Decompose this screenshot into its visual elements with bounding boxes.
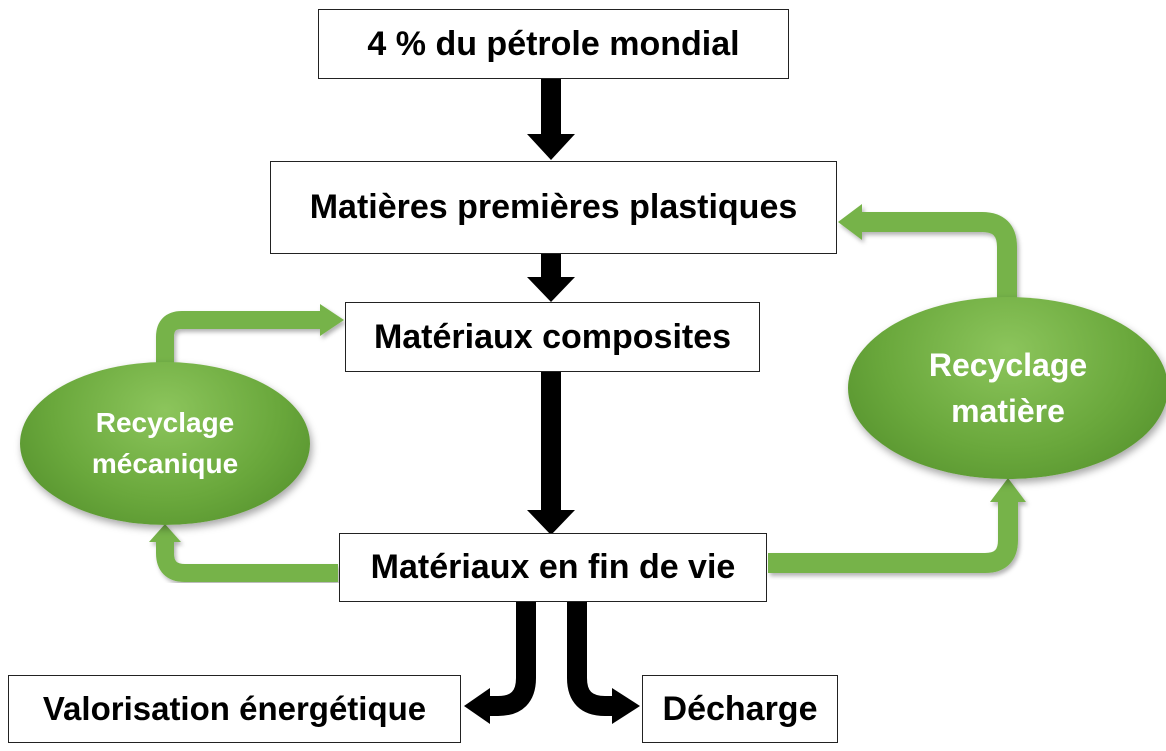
box-petrole-mondial: 4 % du pétrole mondial (318, 9, 789, 79)
ellipse-matiere-line1: Recyclage (928, 346, 1088, 383)
ellipse-mecanique-line2: mécanique (91, 447, 239, 479)
arrow-fin-de-vie-to-decharge (567, 600, 640, 724)
box-decharge: Décharge (642, 675, 838, 743)
ellipse-recyclage-matiere: Recyclage matière (848, 297, 1166, 479)
ellipse-recyclage-mecanique: Recyclage mécanique (20, 362, 310, 525)
ellipse-matiere-line2: matière (951, 393, 1065, 429)
arrow-composites-to-fin-de-vie (527, 372, 575, 535)
arrow-fin-de-vie-to-recyclage-mecanique (149, 524, 338, 582)
arrow-fin-de-vie-to-recyclage-matiere (768, 478, 1026, 573)
box-matieres-premieres: Matières premières plastiques (270, 161, 837, 254)
arrow-fin-de-vie-to-valorisation (464, 600, 536, 724)
arrow-recyclage-matiere-to-matieres (838, 204, 1017, 298)
box-materiaux-composites: Matériaux composites (345, 302, 760, 372)
ellipse-mecanique-line1: Recyclage (95, 406, 235, 438)
box-fin-de-vie: Matériaux en fin de vie (339, 533, 767, 602)
arrow-recyclage-mecanique-to-composites (156, 304, 344, 364)
arrow-matieres-to-composites (527, 253, 575, 302)
box-valorisation-energetique: Valorisation énergétique (8, 675, 461, 743)
arrow-petrole-to-matieres (527, 78, 575, 160)
